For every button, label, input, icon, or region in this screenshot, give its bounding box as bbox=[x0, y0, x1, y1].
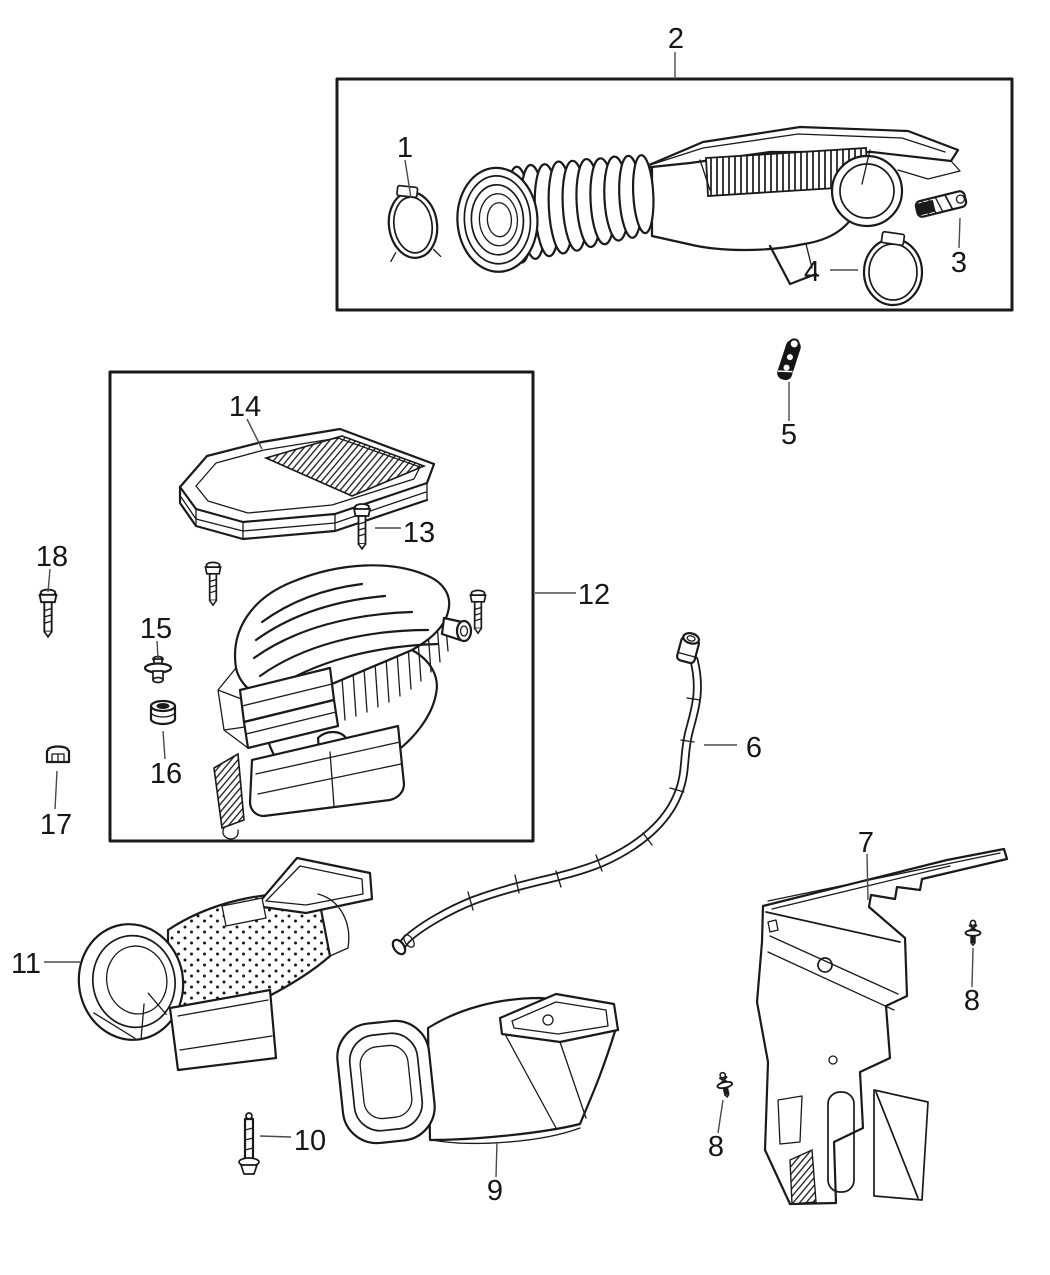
tube-connector bbox=[675, 632, 701, 665]
callout-11-label: 11 bbox=[11, 948, 41, 980]
part-7-splash-shield bbox=[755, 847, 1009, 1206]
callout-17-label: 17 bbox=[40, 809, 72, 841]
part-11-upper-air-duct bbox=[77, 856, 374, 1072]
callout-5-label: 5 bbox=[781, 419, 797, 451]
part-13-screw bbox=[353, 503, 371, 550]
part-10-bolt bbox=[238, 1112, 260, 1175]
callout-3-label: 3 bbox=[951, 247, 967, 279]
callout-15-label: 15 bbox=[140, 613, 172, 645]
group-2-hose-assembly-box bbox=[335, 77, 1014, 312]
part-2-air-intake-hose bbox=[456, 125, 961, 286]
callout-13-label: 13 bbox=[403, 517, 435, 549]
part-9-lower-air-duct bbox=[336, 992, 620, 1145]
part-8-clip-left bbox=[713, 1070, 736, 1100]
callout-labels: 1 2 3 4 5 6 7 8 8 9 10 11 12 13 14 15 16… bbox=[11, 23, 980, 1207]
callout-16-label: 16 bbox=[150, 758, 182, 790]
callout-14-label: 14 bbox=[229, 391, 261, 423]
callout-1-label: 1 bbox=[397, 132, 413, 164]
part-3-sensor bbox=[914, 190, 968, 218]
part-16-grommet bbox=[149, 699, 177, 726]
callout-8-label: 8 bbox=[708, 1131, 724, 1163]
callout-4-label: 4 bbox=[804, 256, 820, 288]
leader-lines bbox=[44, 52, 974, 1178]
part-14-air-filter-element bbox=[178, 427, 436, 541]
mounting-bolt-right bbox=[469, 589, 487, 635]
callout-9-label: 9 bbox=[487, 1175, 503, 1207]
callout-6-label: 6 bbox=[746, 732, 762, 764]
callout-12-label: 12 bbox=[578, 579, 610, 611]
part-12-air-cleaner-housing bbox=[213, 564, 473, 840]
part-15-retainer-pin bbox=[143, 655, 173, 684]
callout-7-label: 7 bbox=[858, 827, 874, 859]
part-18-bolt bbox=[38, 588, 58, 638]
group-box-outline bbox=[108, 370, 535, 843]
callout-2-label: 2 bbox=[668, 23, 684, 55]
part-6-vacuum-tube bbox=[391, 632, 702, 956]
mounting-bolt-left bbox=[204, 561, 222, 607]
callout-18-label: 18 bbox=[36, 541, 68, 573]
callout-10-label: 10 bbox=[294, 1125, 326, 1157]
part-4-hose-clamp bbox=[862, 230, 924, 307]
housing-nipple bbox=[440, 616, 473, 643]
part-1-hose-clamp bbox=[387, 184, 442, 263]
part-8-clip-right bbox=[964, 919, 982, 946]
group-12-air-cleaner-box bbox=[108, 370, 535, 843]
part-17-push-nut bbox=[45, 745, 71, 764]
callout-8-label: 8 bbox=[964, 985, 980, 1017]
part-5-fastener bbox=[777, 338, 801, 381]
